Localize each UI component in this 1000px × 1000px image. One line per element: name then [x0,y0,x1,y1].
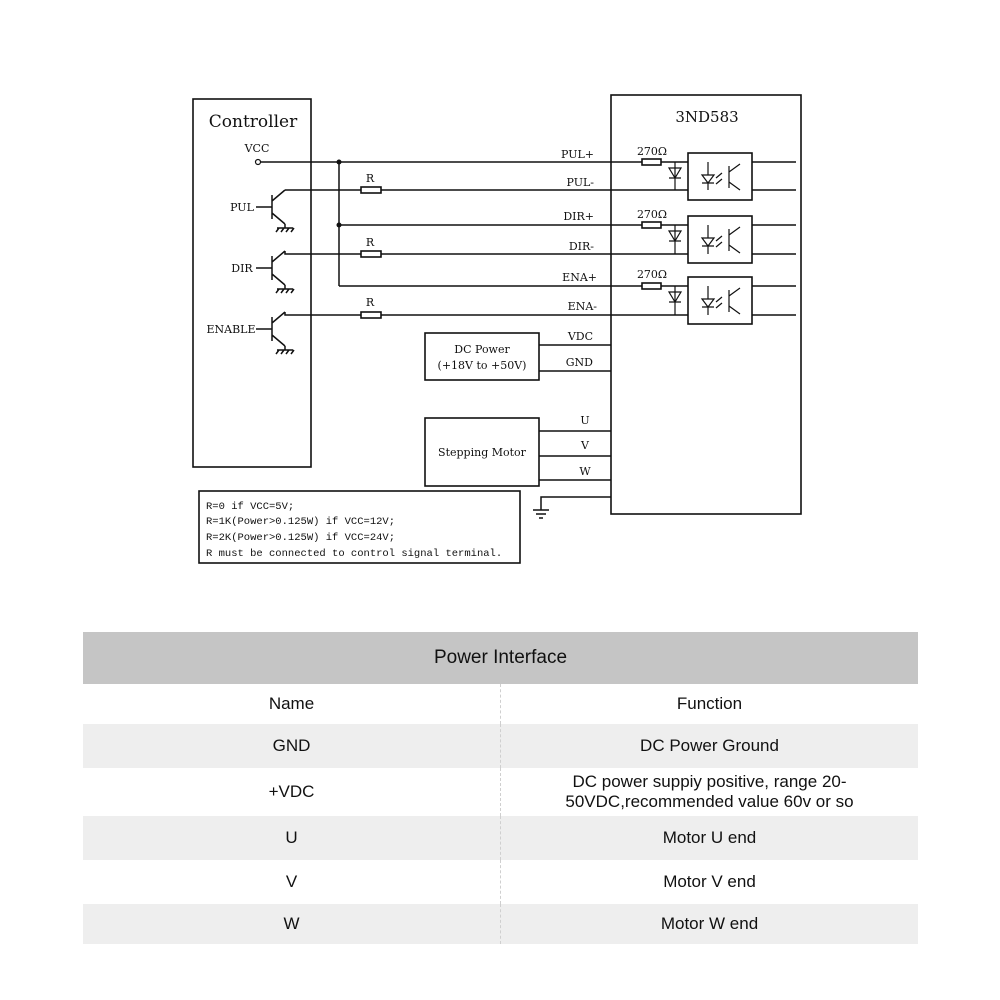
pul-label: PUL [230,201,254,214]
controller-box [192,98,312,468]
table-row: W Motor W end [83,904,918,944]
optocoupler-channel-pul: 270Ω [637,145,753,201]
motor-wires [539,430,611,481]
stepping-motor-box [424,417,540,487]
table-row: GND DC Power Ground [83,724,918,768]
note-line-2: R=1K(Power>0.125W) if VCC=12V; [206,516,395,528]
resistor-dir [360,250,382,258]
terminal-pul-plus: PUL+ [561,148,594,161]
optocoupler-channel-ena: 270Ω [637,268,753,325]
driver-title: 3ND583 [675,108,738,126]
dc-power-line2: (+18V to +50V) [438,359,527,372]
terminal-vdc: VDC [567,330,593,343]
row-function: Motor W end [500,904,918,944]
terminal-ena-plus: ENA+ [562,271,597,284]
table-row: U Motor U end [83,816,918,860]
table-row: +VDC DC power suppiy positive, range 20-… [83,768,918,816]
dir-transistor [256,250,295,294]
stepping-motor-label: Stepping Motor [438,446,527,459]
optocoupler-channel-dir: 270Ω [637,208,753,264]
row-function: DC Power Ground [500,724,918,768]
resistor-ena-label: R [366,296,375,309]
row-name: U [83,816,501,860]
notes-box [198,490,521,564]
resistor-pul-label: R [366,172,375,185]
note-line-4: R must be connected to control signal te… [206,548,502,560]
row-function: Motor U end [500,816,918,860]
terminal-dir-plus: DIR+ [563,210,594,223]
junction-dot-2 [336,222,342,228]
terminal-u: U [580,414,589,427]
dir-label: DIR [231,262,253,275]
row-name: +VDC [83,768,501,816]
svg-text:270Ω: 270Ω [637,268,667,281]
table-title-row: Power Interface [83,632,918,684]
enable-transistor [256,311,295,355]
svg-text:270Ω: 270Ω [637,145,667,158]
resistor-dir-label: R [366,236,375,249]
wiring-diagram: Controller VCC PUL DIR ENABLE R R R 3ND5… [192,94,802,564]
dc-power-line1: DC Power [454,343,510,356]
terminal-gnd: GND [566,356,593,369]
controller-title: Controller [209,112,298,132]
enable-label: ENABLE [206,323,255,336]
dc-power-box [424,332,540,381]
header-function: Function [500,684,918,724]
terminal-w: W [579,465,591,478]
junction-dot-1 [336,159,342,165]
terminal-v: V [580,439,590,452]
terminal-pul-minus: PUL- [567,176,595,189]
pul-transistor [256,189,295,233]
table-title: Power Interface [83,632,918,684]
vcc-label: VCC [244,142,270,155]
note-line-3: R=2K(Power>0.125W) if VCC=24V; [206,532,395,544]
svg-text:270Ω: 270Ω [637,208,667,221]
dc-power-wires [539,344,611,372]
terminal-ena-minus: ENA- [568,300,598,313]
row-function: Motor V end [500,860,918,904]
resistor-pul [360,186,382,194]
row-name: GND [83,724,501,768]
row-function: DC power suppiy positive, range 20-50VDC… [500,768,918,816]
vcc-terminal [254,158,262,166]
table-row: V Motor V end [83,860,918,904]
terminal-dir-minus: DIR- [569,240,594,253]
header-name: Name [83,684,501,724]
note-line-1: R=0 if VCC=5V; [206,501,294,513]
resistor-ena [360,311,382,319]
power-interface-table: Power Interface Name Function GND DC Pow… [83,632,918,944]
row-name: V [83,860,501,904]
row-name: W [83,904,501,944]
table-header-row: Name Function [83,684,918,724]
driver-ground-icon [533,496,611,519]
